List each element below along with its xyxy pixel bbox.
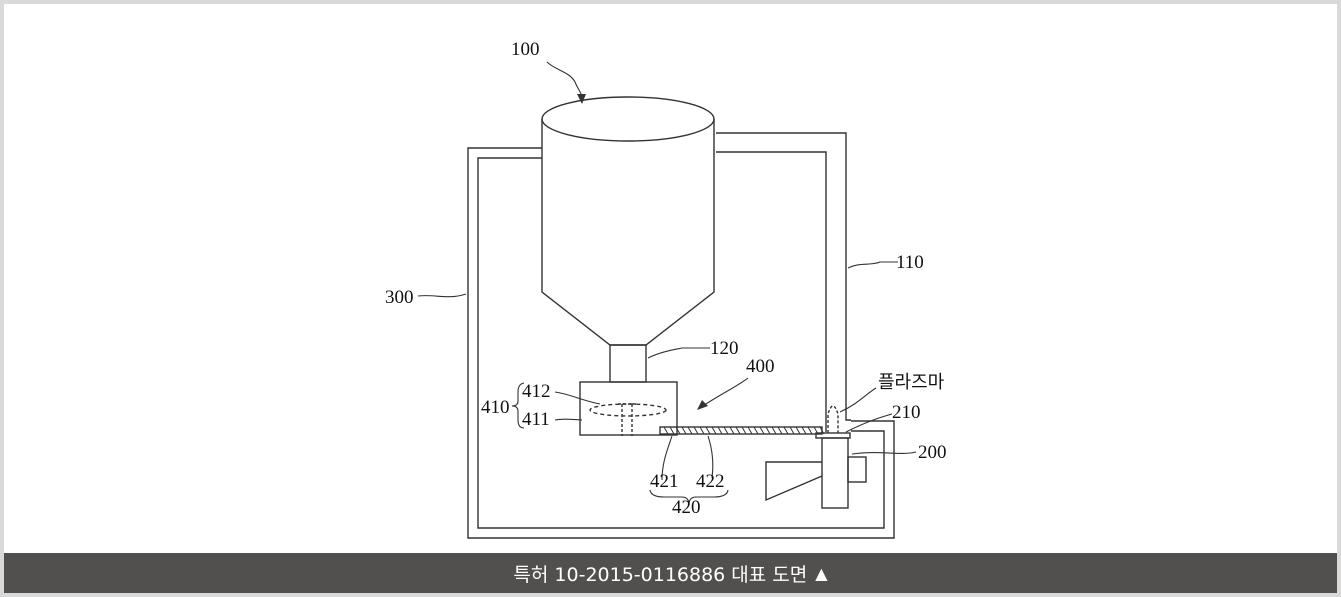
leader-100 bbox=[546, 61, 583, 101]
brace-410 bbox=[511, 382, 525, 429]
leader-400 bbox=[699, 377, 749, 409]
label-422: 422 bbox=[696, 471, 725, 492]
label-210: 210 bbox=[892, 402, 921, 423]
label-410: 410 bbox=[481, 397, 510, 418]
label-421: 421 bbox=[650, 471, 679, 492]
label-110: 110 bbox=[896, 252, 924, 273]
label-411: 411 bbox=[522, 409, 550, 430]
label-200: 200 bbox=[918, 442, 947, 463]
label-100: 100 bbox=[511, 39, 540, 60]
hopper-100-body bbox=[541, 119, 715, 346]
hopper-100-top bbox=[541, 96, 715, 142]
arrowhead-400 bbox=[697, 400, 708, 410]
leader-120 bbox=[647, 347, 710, 359]
figure-frame bbox=[4, 4, 1337, 593]
leader-422 bbox=[707, 435, 714, 479]
leader-plasma bbox=[839, 387, 877, 413]
caption-bar: 특허 10-2015-0116886 대표 도면 ▲ bbox=[4, 553, 1337, 593]
label-400: 400 bbox=[746, 356, 775, 377]
leader-300 bbox=[417, 293, 467, 298]
brace-420 bbox=[649, 489, 729, 504]
stirrer-shaft-411 bbox=[618, 403, 638, 436]
caption-text: 특허 10-2015-0116886 대표 도면 bbox=[513, 563, 808, 586]
housing-300-inner bbox=[477, 157, 885, 529]
label-412: 412 bbox=[522, 381, 551, 402]
torch-chute-200 bbox=[765, 461, 823, 502]
leader-200 bbox=[851, 451, 917, 455]
torch-stem-200 bbox=[821, 437, 849, 509]
housing-300-top-right bbox=[716, 151, 827, 432]
plasma-flame bbox=[827, 405, 839, 433]
pipe-110 bbox=[716, 132, 851, 421]
arrowhead-100 bbox=[577, 94, 586, 104]
label-420: 420 bbox=[672, 497, 701, 518]
label-300: 300 bbox=[385, 287, 414, 308]
housing-300-outer bbox=[467, 147, 895, 539]
label-plasma: 플라즈마 bbox=[878, 372, 945, 393]
label-120: 120 bbox=[710, 338, 739, 359]
neck-120 bbox=[609, 344, 647, 383]
leader-412 bbox=[554, 391, 601, 405]
leader-210 bbox=[845, 413, 893, 433]
leader-110 bbox=[847, 261, 898, 269]
torch-block-200 bbox=[847, 456, 867, 483]
triangle-up-icon: ▲ bbox=[815, 563, 828, 583]
leader-421 bbox=[661, 435, 673, 481]
mixer-box-410 bbox=[579, 381, 678, 436]
leader-411 bbox=[554, 418, 583, 421]
stirrer-412 bbox=[589, 403, 667, 417]
screw-421 bbox=[663, 426, 825, 435]
